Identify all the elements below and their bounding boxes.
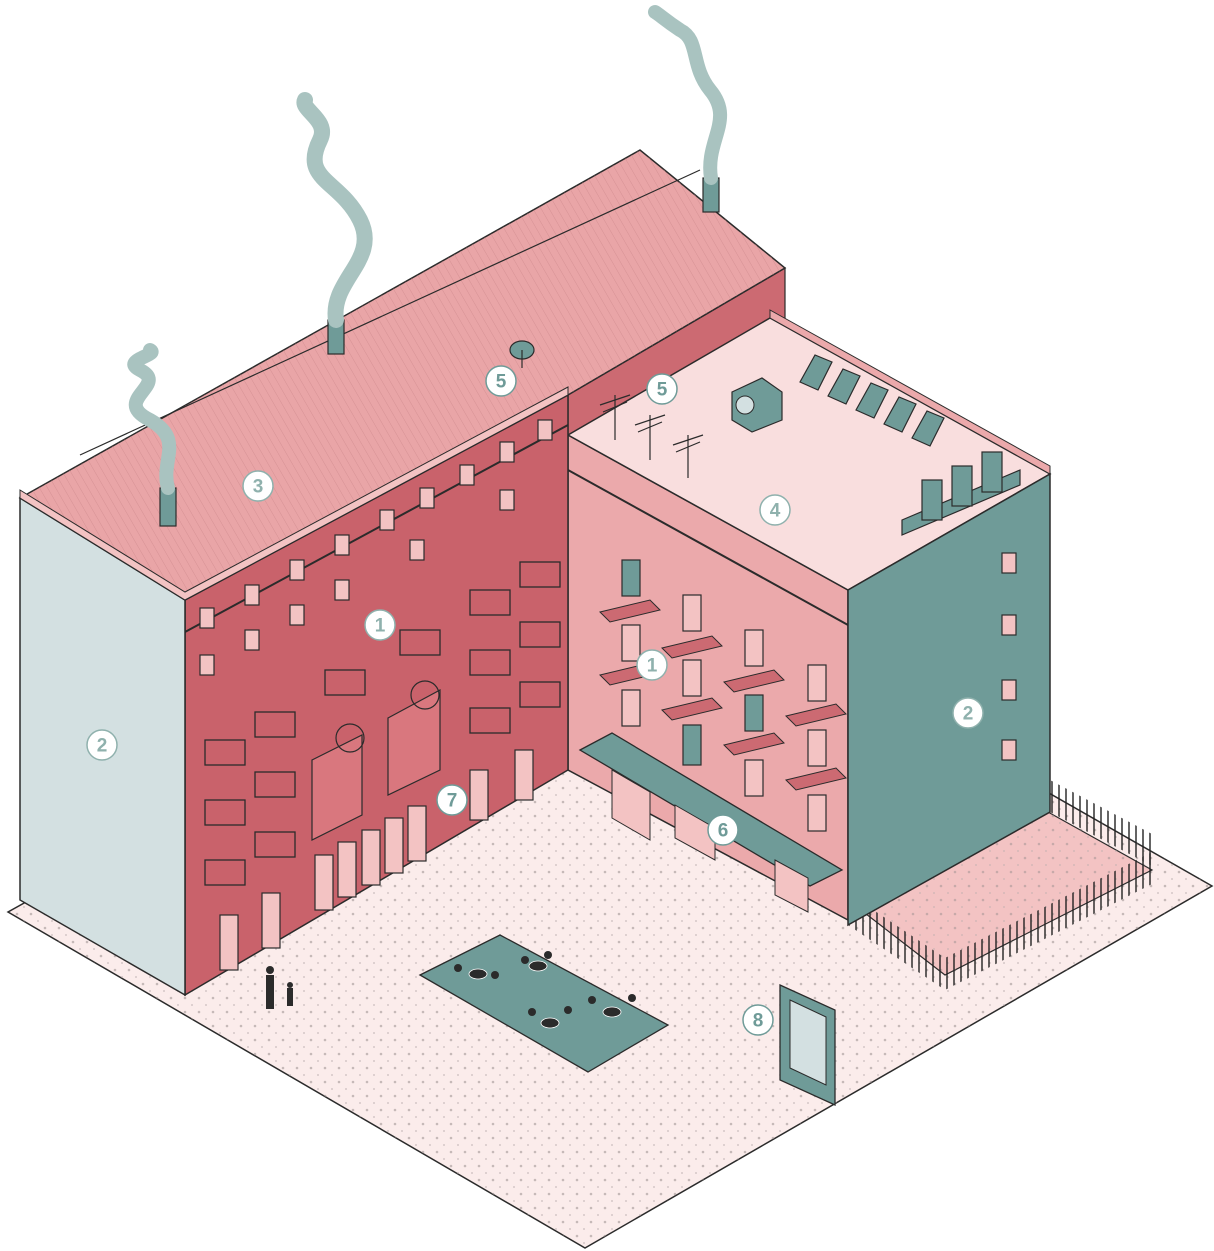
window	[290, 560, 304, 580]
marker-4: 4	[760, 495, 790, 525]
door	[515, 750, 533, 800]
window	[1002, 615, 1016, 635]
window	[200, 608, 214, 628]
person-icon	[266, 966, 274, 974]
door	[220, 915, 238, 970]
shop-opening	[408, 806, 426, 861]
marker-label: 1	[647, 656, 658, 677]
window	[420, 488, 434, 508]
child-body	[287, 988, 293, 1006]
person	[528, 1008, 536, 1016]
marker-label: 6	[718, 821, 729, 842]
table	[603, 1007, 621, 1017]
shop-opening	[315, 855, 333, 910]
window	[683, 660, 701, 696]
door	[262, 893, 280, 948]
window	[1002, 553, 1016, 573]
window	[245, 585, 259, 605]
marker-label: 5	[657, 380, 668, 401]
marker-label: 7	[447, 791, 458, 812]
table	[469, 969, 487, 979]
window	[745, 630, 763, 666]
marker-label: 1	[375, 616, 386, 637]
person	[521, 956, 529, 964]
table	[541, 1018, 559, 1028]
window	[622, 625, 640, 661]
window	[745, 695, 763, 731]
marker-8: 8	[743, 1005, 773, 1035]
fan-icon	[736, 396, 754, 414]
marker-label: 3	[253, 477, 264, 498]
window	[745, 760, 763, 796]
window	[335, 580, 349, 600]
window	[410, 540, 424, 560]
marker-1: 1	[365, 610, 395, 640]
marker-2: 2	[87, 730, 117, 760]
shop-opening	[385, 818, 403, 873]
marker-7: 7	[437, 785, 467, 815]
marker-label: 2	[97, 736, 108, 757]
marker-label: 5	[496, 372, 507, 393]
person	[454, 964, 462, 972]
marker-label: 8	[753, 1011, 764, 1032]
marker-5: 5	[647, 374, 677, 404]
window	[200, 655, 214, 675]
table	[529, 961, 547, 971]
person	[491, 971, 499, 979]
marker-5: 5	[486, 366, 516, 396]
marker-6: 6	[708, 815, 738, 845]
window	[500, 490, 514, 510]
person	[628, 994, 636, 1002]
window	[622, 560, 640, 596]
window	[683, 595, 701, 631]
marker-3: 3	[243, 471, 273, 501]
window	[808, 665, 826, 701]
window	[460, 465, 474, 485]
window	[683, 725, 701, 765]
marker-label: 2	[963, 704, 974, 725]
person	[588, 996, 596, 1004]
smoke-plume	[304, 100, 364, 320]
window	[1002, 740, 1016, 760]
window	[808, 795, 826, 831]
vent-chimney	[982, 452, 1002, 492]
marker-2: 2	[953, 698, 983, 728]
window	[335, 535, 349, 555]
window	[808, 730, 826, 766]
shop-opening	[338, 842, 356, 897]
door	[470, 770, 488, 820]
window	[290, 605, 304, 625]
window	[245, 630, 259, 650]
shop-opening	[362, 830, 380, 885]
window	[622, 690, 640, 726]
marker-1: 1	[637, 650, 667, 680]
child-icon	[287, 982, 293, 988]
marker-label: 4	[770, 501, 781, 522]
window	[380, 510, 394, 530]
vent-chimney	[952, 466, 972, 506]
vent-chimney	[922, 480, 942, 520]
person	[544, 951, 552, 959]
window	[500, 442, 514, 462]
person-body	[266, 975, 274, 1009]
person	[564, 1006, 572, 1014]
smoke-plume	[655, 12, 720, 178]
window	[1002, 680, 1016, 700]
window	[538, 420, 552, 440]
